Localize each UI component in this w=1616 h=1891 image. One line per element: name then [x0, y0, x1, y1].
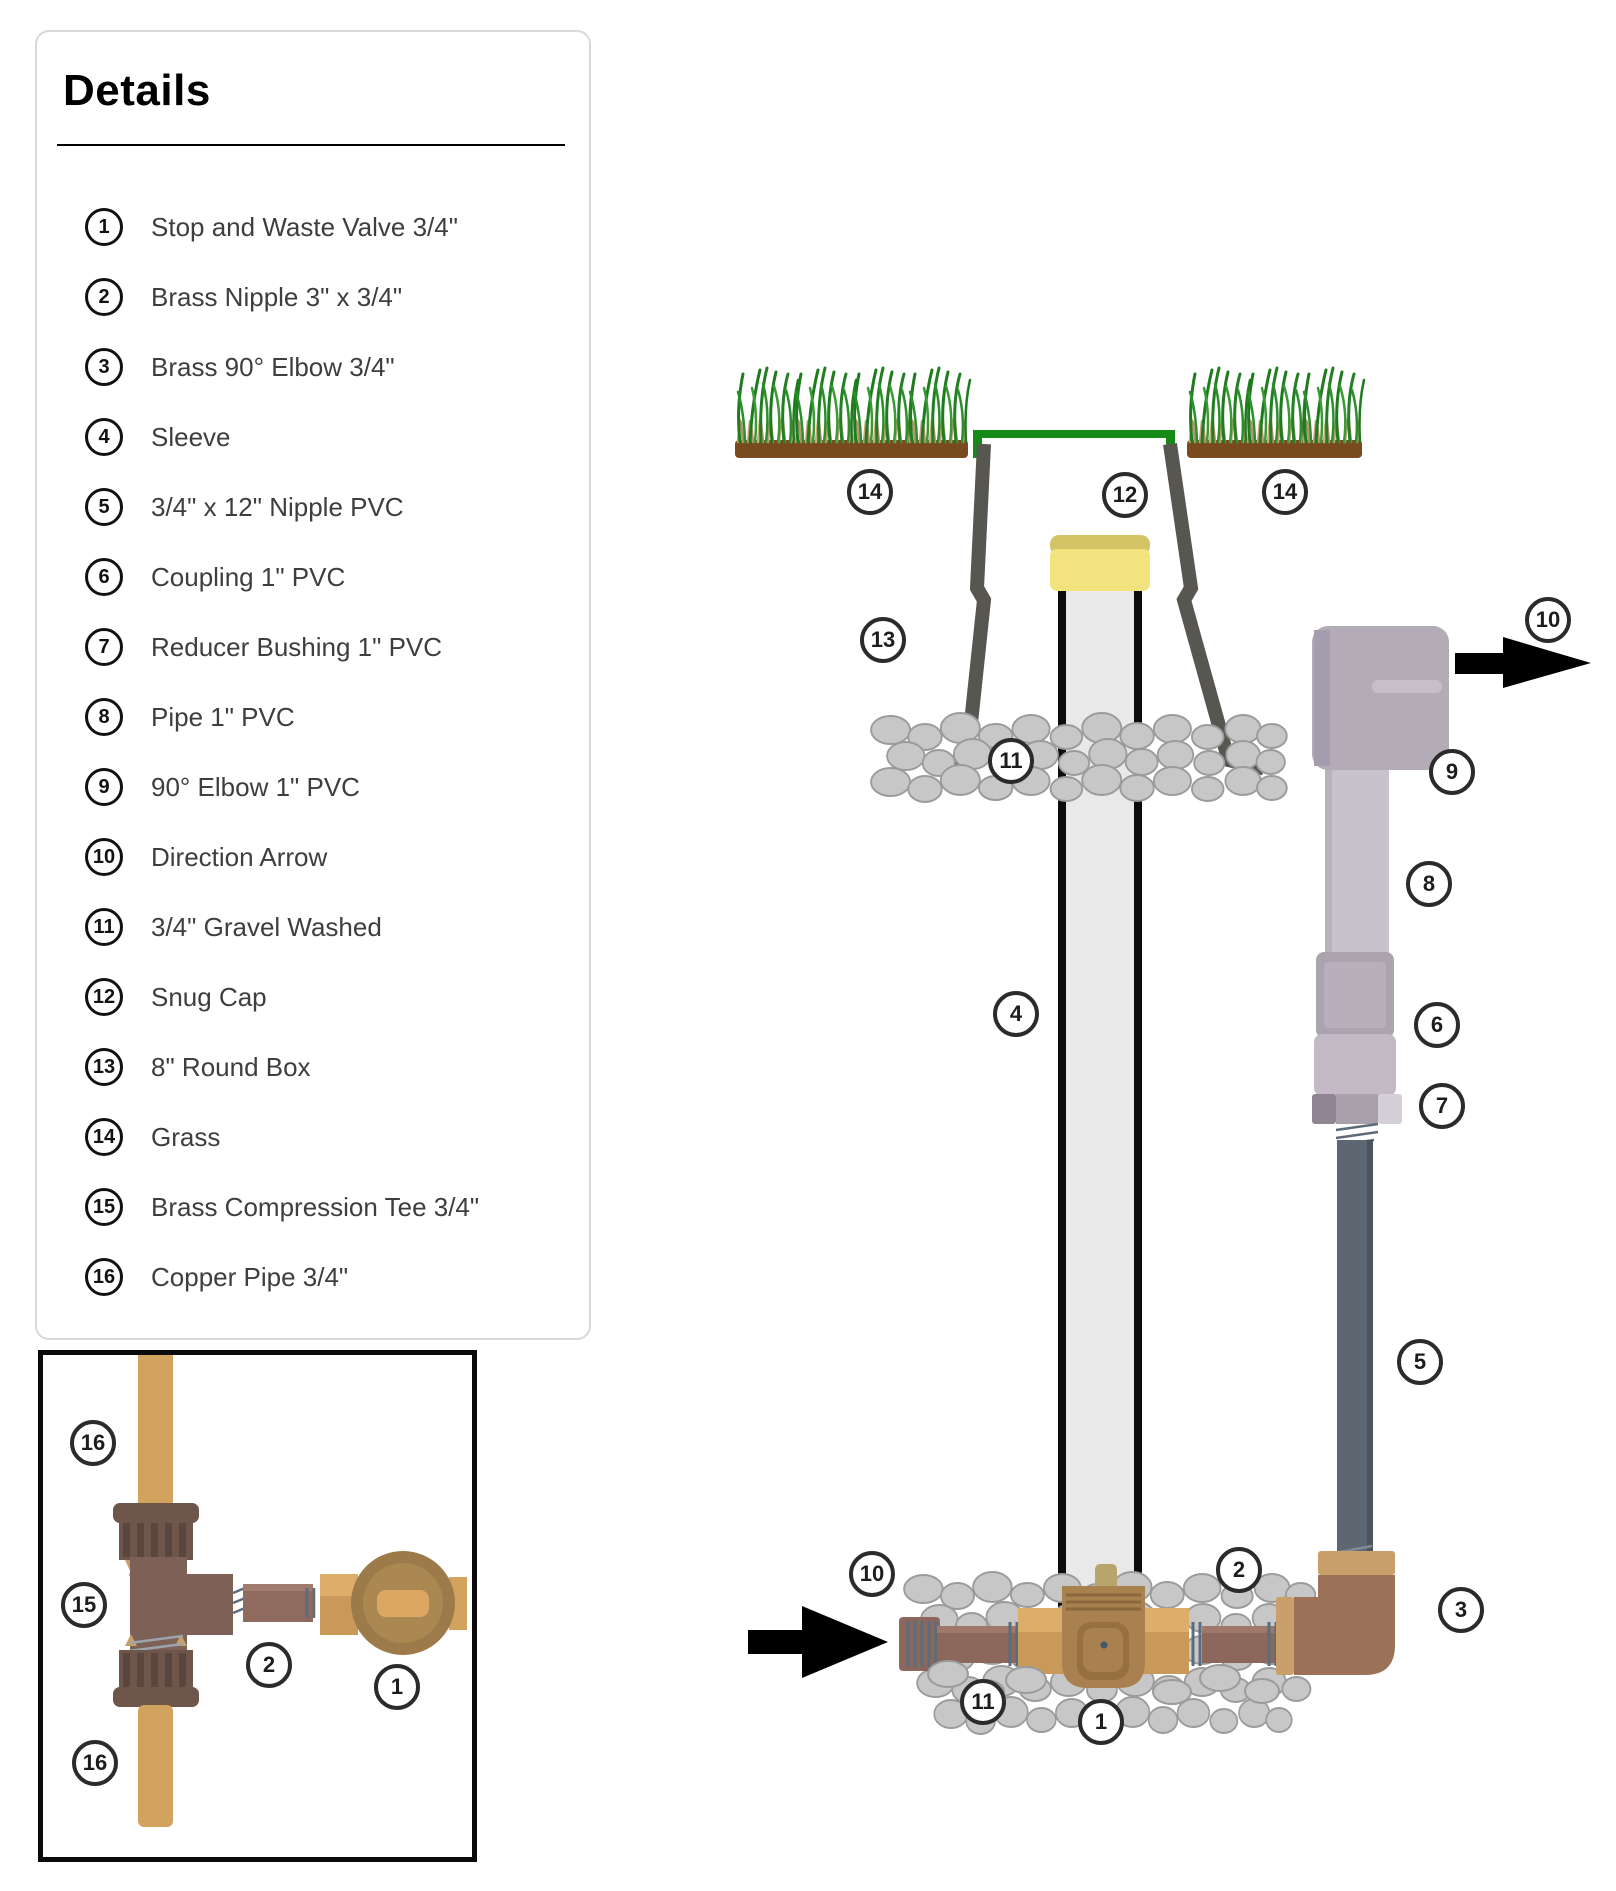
pvc-assembly — [1312, 626, 1449, 1561]
legend-item-7: 7 Reducer Bushing 1" PVC — [85, 612, 589, 682]
part-label-11-bed: 11 — [960, 1679, 1006, 1725]
legend-item-number: 13 — [85, 1048, 123, 1086]
legend-item-number: 5 — [85, 488, 123, 526]
legend-item-9: 9 90° Elbow 1" PVC — [85, 752, 589, 822]
legend-item-4: 4 Sleeve — [85, 402, 589, 472]
part-label-5: 5 — [1397, 1339, 1443, 1385]
copper-pipe-top — [138, 1355, 173, 1504]
legend-item-label: Sleeve — [151, 421, 231, 452]
part-label-4: 4 — [993, 991, 1039, 1037]
legend-item-5: 5 3/4" x 12" Nipple PVC — [85, 472, 589, 542]
part-label-10-outlet: 10 — [1525, 597, 1571, 643]
grass-left — [735, 366, 972, 458]
part-label-14-left: 14 — [847, 469, 893, 515]
snug-cap — [1050, 535, 1150, 591]
legend-item-label: Reducer Bushing 1" PVC — [151, 631, 443, 662]
legend-item-label: Brass Compression Tee 3/4" — [151, 1191, 480, 1222]
valve-assembly — [899, 1551, 1395, 1688]
legend-item-number: 12 — [85, 978, 123, 1016]
part-label-11-box: 11 — [988, 738, 1034, 784]
legend-item-14: 14 Grass — [85, 1102, 589, 1172]
legend-item-number: 4 — [85, 418, 123, 456]
panel-title: Details — [63, 66, 211, 115]
part-label-7: 7 — [1419, 1083, 1465, 1129]
compression-tee — [113, 1503, 233, 1707]
part-label-10-inlet: 10 — [849, 1551, 895, 1597]
copper-pipe-bottom — [138, 1705, 173, 1827]
legend-item-label: Stop and Waste Valve 3/4" — [151, 211, 458, 242]
legend-item-number: 1 — [85, 208, 123, 246]
inset-label-16-top: 16 — [70, 1420, 116, 1466]
legend-item-12: 12 Snug Cap — [85, 962, 589, 1032]
inset-diagram — [113, 1355, 467, 1827]
inset-label-1: 1 — [374, 1664, 420, 1710]
part-label-2: 2 — [1216, 1547, 1262, 1593]
legend-item-number: 7 — [85, 628, 123, 666]
part-label-8: 8 — [1406, 861, 1452, 907]
legend-item-number: 9 — [85, 768, 123, 806]
legend-item-number: 14 — [85, 1118, 123, 1156]
legend-item-label: 3/4" x 12" Nipple PVC — [151, 491, 404, 522]
legend-item-label: Direction Arrow — [151, 841, 328, 872]
grass-right — [1187, 366, 1366, 458]
legend-item-3: 3 Brass 90° Elbow 3/4" — [85, 332, 589, 402]
part-label-12: 12 — [1102, 472, 1148, 518]
legend-item-label: 8" Round Box — [151, 1051, 311, 1082]
legend-list: 1 Stop and Waste Valve 3/4" 2 Brass Nipple… — [37, 146, 589, 1312]
legend-item-number: 6 — [85, 558, 123, 596]
flow-arrow-in — [748, 1606, 888, 1678]
part-label-1: 1 — [1078, 1699, 1124, 1745]
stop-waste-valve-inset — [320, 1551, 467, 1655]
legend-item-16: 16 Copper Pipe 3/4" — [85, 1242, 589, 1312]
legend-item-label: Brass 90° Elbow 3/4" — [151, 351, 395, 382]
legend-item-label: Coupling 1" PVC — [151, 561, 346, 592]
inset-label-16-bottom: 16 — [72, 1740, 118, 1786]
legend-item-8: 8 Pipe 1" PVC — [85, 682, 589, 752]
part-label-6: 6 — [1414, 1002, 1460, 1048]
flow-arrow-out — [1455, 637, 1591, 688]
legend-item-label: Snug Cap — [151, 981, 267, 1012]
legend-item-number: 8 — [85, 698, 123, 736]
part-label-14-right: 14 — [1262, 469, 1308, 515]
legend-item-label: 3/4" Gravel Washed — [151, 911, 382, 942]
legend-item-label: 90° Elbow 1" PVC — [151, 771, 360, 802]
legend-item-number: 2 — [85, 278, 123, 316]
legend-item-label: Brass Nipple 3" x 3/4" — [151, 281, 403, 312]
legend-item-11: 11 3/4" Gravel Washed — [85, 892, 589, 962]
brass-nipple-inset — [232, 1584, 316, 1622]
inset-label-15: 15 — [61, 1582, 107, 1628]
legend-item-label: Grass — [151, 1121, 221, 1152]
legend-item-number: 3 — [85, 348, 123, 386]
legend-item-number: 15 — [85, 1188, 123, 1226]
legend-item-label: Pipe 1" PVC — [151, 701, 295, 732]
legend-item-number: 11 — [85, 908, 123, 946]
legend-item-1: 1 Stop and Waste Valve 3/4" — [85, 192, 589, 262]
part-label-13: 13 — [860, 617, 906, 663]
part-label-3: 3 — [1438, 1587, 1484, 1633]
legend-item-number: 16 — [85, 1258, 123, 1296]
legend-item-label: Copper Pipe 3/4" — [151, 1261, 349, 1292]
legend-item-2: 2 Brass Nipple 3" x 3/4" — [85, 262, 589, 332]
legend-item-number: 10 — [85, 838, 123, 876]
part-label-9: 9 — [1429, 749, 1475, 795]
legend-item-10: 10 Direction Arrow — [85, 822, 589, 892]
legend-item-13: 13 8" Round Box — [85, 1032, 589, 1102]
inset-label-2: 2 — [246, 1642, 292, 1688]
panel-divider — [57, 144, 565, 146]
legend-item-15: 15 Brass Compression Tee 3/4" — [85, 1172, 589, 1242]
legend-item-6: 6 Coupling 1" PVC — [85, 542, 589, 612]
